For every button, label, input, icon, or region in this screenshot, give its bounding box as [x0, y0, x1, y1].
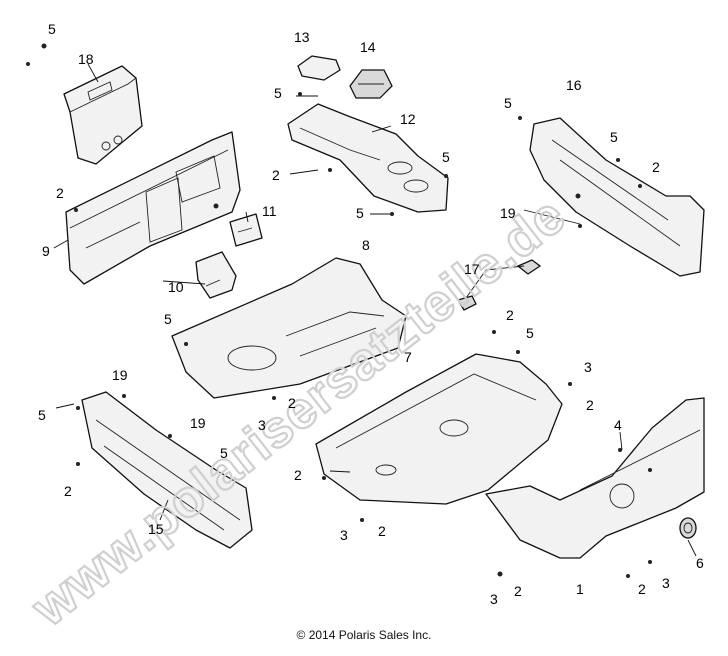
callout-19: 19 — [190, 415, 206, 431]
callout-2: 2 — [288, 395, 296, 411]
part-15-side-panel — [81, 391, 253, 549]
callout-19: 19 — [500, 205, 516, 221]
hardware-fasteners — [26, 43, 652, 578]
callout-3: 3 — [662, 575, 670, 591]
callout-4: 4 — [614, 417, 622, 433]
callout-5: 5 — [220, 445, 228, 461]
callout-2: 2 — [272, 167, 280, 183]
part-17-knob — [457, 259, 542, 311]
callout-5: 5 — [356, 205, 364, 221]
part-12-console — [287, 103, 449, 213]
callout-2: 2 — [638, 581, 646, 597]
callout-3: 3 — [584, 359, 592, 375]
callout-11: 11 — [262, 203, 277, 219]
part-18-cover — [63, 65, 143, 165]
callout-2: 2 — [56, 185, 64, 201]
callout-5: 5 — [164, 311, 172, 327]
part-14-boot — [349, 69, 393, 99]
callout-2: 2 — [506, 307, 514, 323]
callout-2: 2 — [514, 583, 522, 599]
callout-16: 16 — [566, 77, 582, 93]
callout-2: 2 — [64, 483, 72, 499]
callout-19: 19 — [112, 367, 128, 383]
callout-5: 5 — [526, 325, 534, 341]
part-11-panel — [229, 213, 263, 247]
callout-2: 2 — [586, 397, 594, 413]
callout-14: 14 — [360, 39, 376, 55]
callout-13: 13 — [294, 29, 310, 45]
part-6-grommet — [679, 517, 697, 539]
callout-12: 12 — [400, 111, 416, 127]
part-16-side-panel — [529, 117, 705, 277]
leader-lines — [53, 63, 697, 557]
callout-15: 15 — [148, 521, 164, 537]
callout-9: 9 — [42, 243, 50, 259]
callout-5: 5 — [274, 85, 282, 101]
callout-5: 5 — [610, 129, 618, 145]
callout-10: 10 — [168, 279, 184, 295]
part-10-panel — [195, 251, 237, 299]
callout-17: 17 — [464, 261, 480, 277]
part-13-bracket — [297, 55, 341, 81]
callout-5: 5 — [48, 21, 56, 37]
callout-labels: 18 5 2 9 10 11 13 14 5 12 2 5 5 16 5 5 2… — [38, 21, 704, 607]
callout-3: 3 — [258, 417, 266, 433]
callout-2: 2 — [294, 467, 302, 483]
copyright-notice: © 2014 Polaris Sales Inc. — [296, 628, 432, 642]
callout-7: 7 — [404, 349, 412, 365]
part-4-firewall — [485, 397, 705, 559]
callout-2: 2 — [378, 523, 386, 539]
callout-5: 5 — [38, 407, 46, 423]
callout-6: 6 — [696, 555, 704, 571]
part-9-dash-panel — [65, 131, 241, 285]
callout-5: 5 — [442, 149, 450, 165]
callout-1: 1 — [576, 581, 584, 597]
callout-3: 3 — [340, 527, 348, 543]
callout-2: 2 — [652, 159, 660, 175]
callout-5: 5 — [504, 95, 512, 111]
callout-18: 18 — [78, 51, 94, 67]
callout-3: 3 — [490, 591, 498, 607]
callout-8: 8 — [362, 237, 370, 253]
part-7-floor — [315, 353, 563, 505]
part-8-floor-tray — [171, 257, 407, 399]
